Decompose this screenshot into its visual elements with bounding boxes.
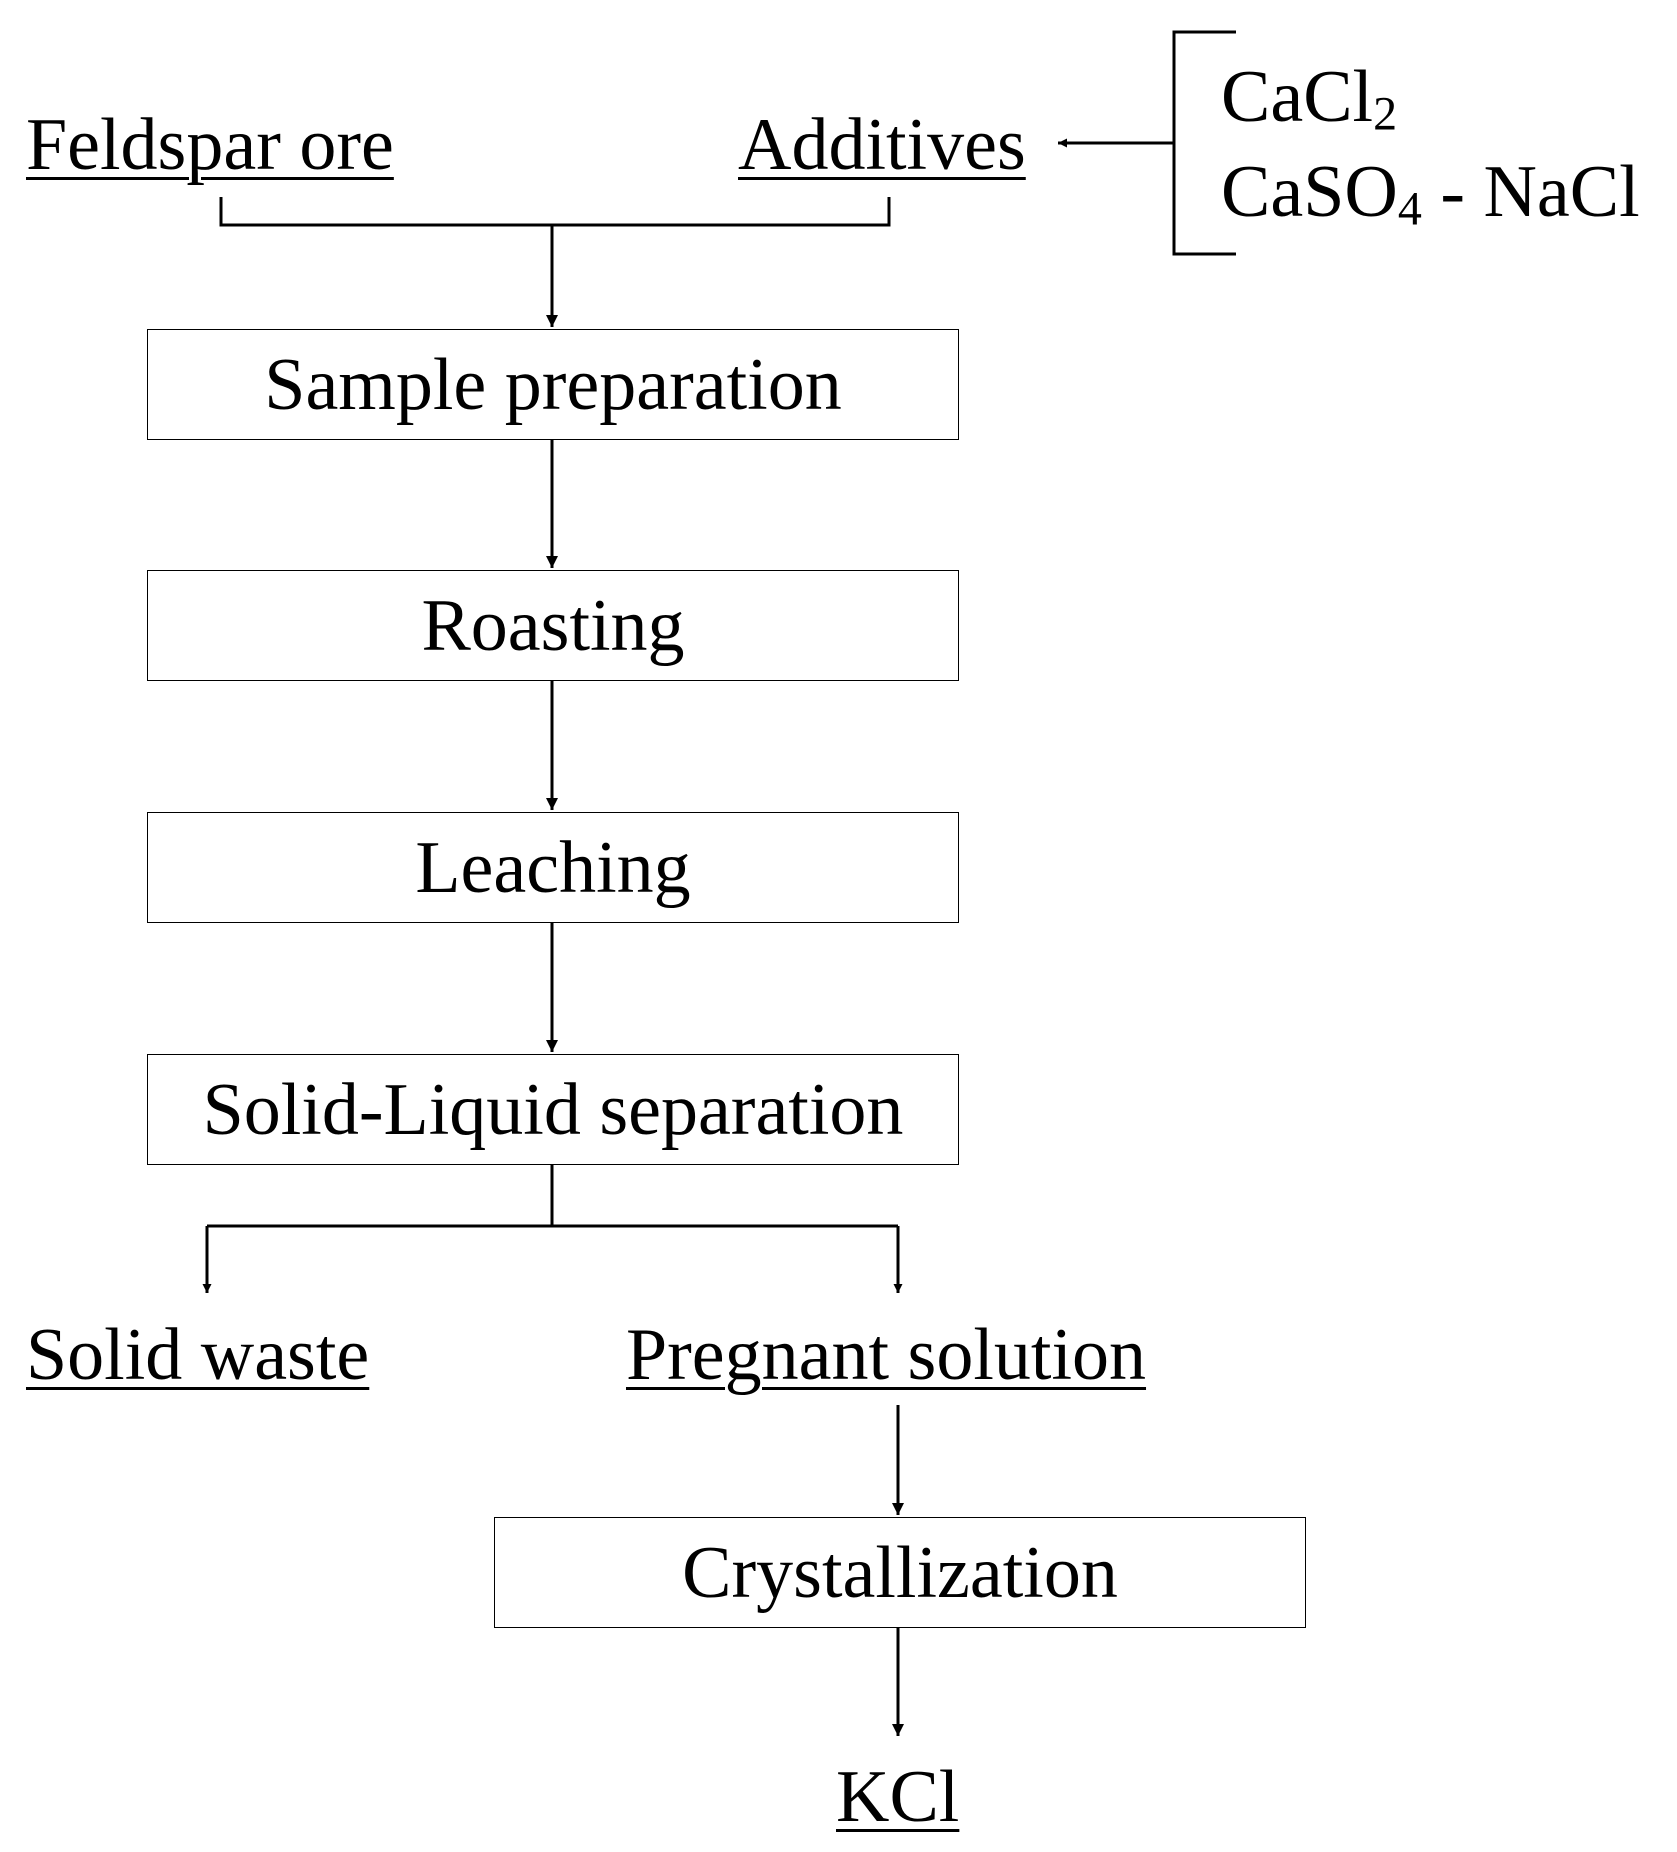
feldspar-ore-label: Feldspar ore bbox=[26, 104, 394, 186]
additives-label: Additives bbox=[738, 104, 1026, 186]
step-sample-preparation: Sample preparation bbox=[147, 329, 959, 440]
kcl-product-label: KCl bbox=[836, 1756, 960, 1838]
additive-option-caso4-nacl: CaSO4 - NaCl bbox=[1221, 151, 1640, 236]
additive-option-cacl2: CaCl2 bbox=[1221, 56, 1398, 141]
solid-waste-label: Solid waste bbox=[26, 1314, 370, 1396]
separation-split-line bbox=[207, 1165, 898, 1228]
input-merge-bracket bbox=[219, 197, 891, 227]
step-solid-liquid-separation: Solid-Liquid separation bbox=[147, 1054, 959, 1165]
step-crystallization: Crystallization bbox=[494, 1517, 1306, 1628]
step-roasting: Roasting bbox=[147, 570, 959, 681]
step-leaching: Leaching bbox=[147, 812, 959, 923]
pregnant-solution-label: Pregnant solution bbox=[626, 1314, 1147, 1396]
